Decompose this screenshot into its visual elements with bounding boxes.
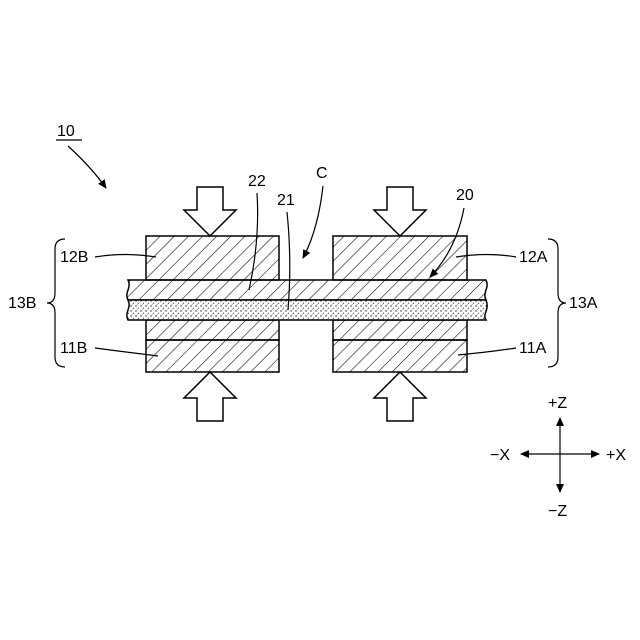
label-13B: 13B xyxy=(8,295,36,312)
label-21: 21 xyxy=(277,192,295,209)
ref-10-pointer-arrow xyxy=(68,146,106,188)
lower-layer-left xyxy=(146,320,279,340)
label-12A: 12A xyxy=(519,249,548,266)
coordinate-axes: +Z −Z +X −X xyxy=(490,395,626,520)
lower-layer-right xyxy=(333,320,467,340)
label-11B: 11B xyxy=(60,340,87,357)
lower-block-11B xyxy=(146,340,279,372)
upper-block-12B xyxy=(146,236,279,280)
label-C: C xyxy=(316,165,328,182)
upper-block-12A xyxy=(333,236,467,280)
label-22: 22 xyxy=(248,173,266,190)
label-20: 20 xyxy=(456,187,474,204)
press-arrow-down-left-icon xyxy=(184,187,236,236)
ref-label-10: 10 xyxy=(57,123,75,140)
arrow-C xyxy=(303,186,323,258)
axis-label-px: +X xyxy=(606,447,626,464)
press-arrow-up-right-icon xyxy=(374,372,426,421)
layer-stippled xyxy=(127,300,487,320)
lower-block-11A xyxy=(333,340,467,372)
axis-label-nx: −X xyxy=(490,447,510,464)
axis-label-pz: +Z xyxy=(548,395,567,412)
axis-label-nz: −Z xyxy=(548,503,567,520)
label-11A: 11A xyxy=(519,340,547,357)
press-arrow-up-left-icon xyxy=(184,372,236,421)
label-13A: 13A xyxy=(569,295,598,312)
layer-22 xyxy=(127,280,487,300)
label-12B: 12B xyxy=(60,249,88,266)
press-arrow-down-right-icon xyxy=(374,187,426,236)
brace-13A xyxy=(548,239,566,367)
